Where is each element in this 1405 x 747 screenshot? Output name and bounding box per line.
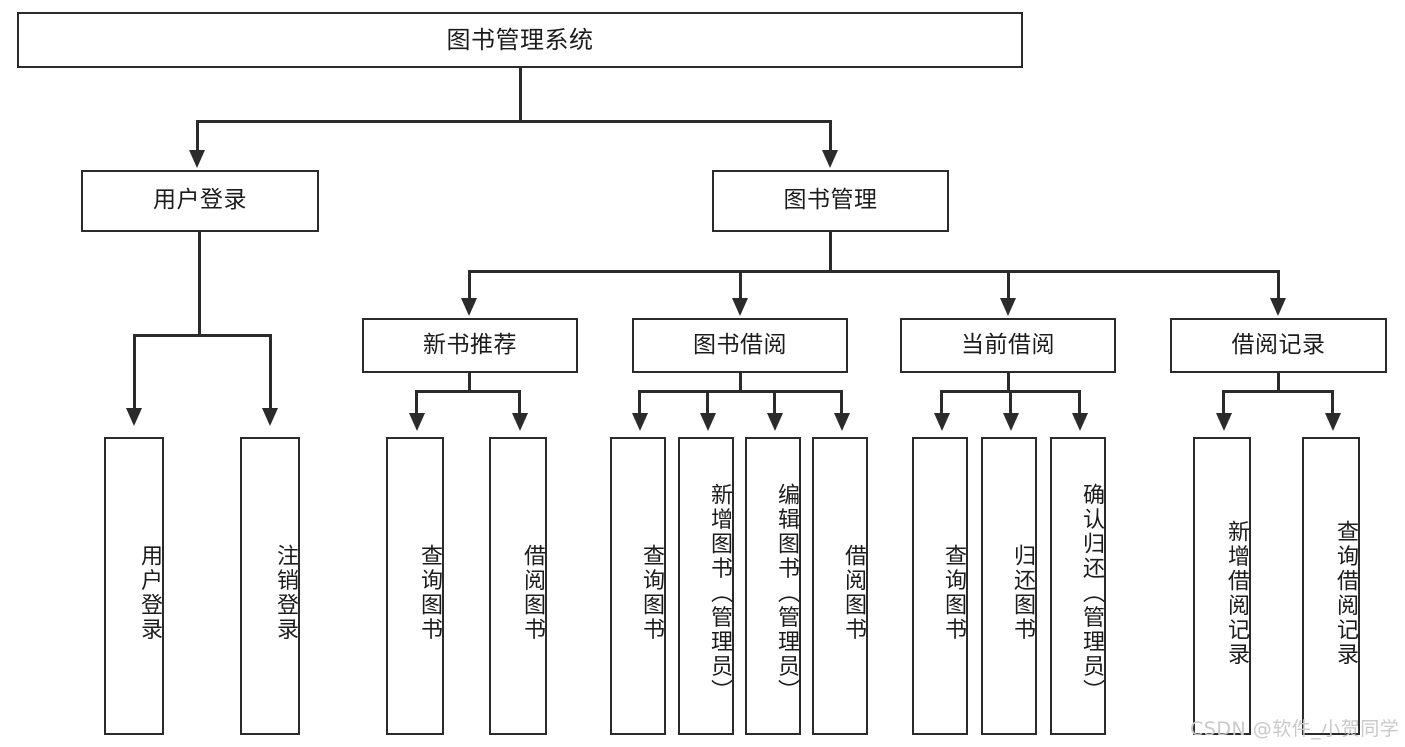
connector-root-to-book-manage bbox=[829, 120, 832, 152]
node-label: 借阅图书 bbox=[520, 544, 545, 642]
connector-user-login-bar bbox=[133, 334, 271, 337]
node-label: 借阅图书 bbox=[841, 544, 866, 642]
node-label: 新增借阅记录 bbox=[1224, 519, 1249, 667]
node-label: 当前借阅 bbox=[961, 331, 1055, 358]
arrow-to-leaf-user-login bbox=[126, 408, 142, 426]
connector-user-login-drop-1 bbox=[133, 334, 136, 410]
node-label: 图书管理系统 bbox=[446, 25, 594, 54]
node-book-manage[interactable]: 图书管理 bbox=[712, 170, 949, 232]
arrow-to-leaf-borrow-book-1 bbox=[512, 413, 528, 431]
connector-borrow-record-drop-1 bbox=[1222, 390, 1225, 418]
connector-new-book-drop-1 bbox=[415, 390, 418, 418]
connector-new-book-trunk bbox=[468, 373, 471, 392]
node-leaf-add-book[interactable]: 新增图书（管理员） bbox=[678, 437, 734, 735]
arrow-to-leaf-add-record bbox=[1216, 413, 1232, 431]
node-leaf-borrow-book-1[interactable]: 借阅图书 bbox=[489, 437, 547, 735]
connector-book-borrow-drop-4 bbox=[840, 390, 843, 418]
arrow-to-leaf-confirm-return bbox=[1072, 413, 1088, 431]
node-label: 新增图书（管理员） bbox=[707, 482, 732, 704]
node-borrow-record[interactable]: 借阅记录 bbox=[1170, 318, 1387, 373]
connector-book-borrow-drop-1 bbox=[638, 390, 641, 418]
arrow-to-current-borrow bbox=[1000, 298, 1016, 316]
connector-book-borrow-bar bbox=[638, 390, 842, 393]
arrow-to-leaf-return-book bbox=[1003, 413, 1019, 431]
connector-root-to-user-login bbox=[196, 120, 199, 152]
connector-borrow-record-drop-2 bbox=[1331, 390, 1334, 418]
connector-book-manage-trunk bbox=[829, 232, 832, 273]
node-label: 图书借阅 bbox=[693, 331, 787, 358]
arrow-to-new-book-recommend bbox=[461, 298, 477, 316]
connector-borrow-record-trunk bbox=[1277, 373, 1280, 392]
node-leaf-borrow-book-2[interactable]: 借阅图书 bbox=[812, 437, 868, 735]
node-user-login[interactable]: 用户登录 bbox=[81, 170, 319, 232]
connector-current-borrow-drop-3 bbox=[1078, 390, 1081, 418]
connector-book-borrow-drop-2 bbox=[706, 390, 709, 418]
arrow-to-leaf-query-book-3 bbox=[934, 413, 950, 431]
node-label: 确认归还（管理员） bbox=[1079, 482, 1104, 704]
arrow-to-leaf-query-book-2 bbox=[632, 413, 648, 431]
node-leaf-confirm-return[interactable]: 确认归还（管理员） bbox=[1050, 437, 1106, 735]
node-leaf-edit-book[interactable]: 编辑图书（管理员） bbox=[745, 437, 801, 735]
connector-to-borrow-record bbox=[1277, 270, 1280, 300]
node-leaf-logout[interactable]: 注销登录 bbox=[240, 437, 300, 735]
node-label: 借阅记录 bbox=[1231, 331, 1326, 358]
node-leaf-query-book-3[interactable]: 查询图书 bbox=[912, 437, 968, 735]
arrow-to-leaf-query-book-1 bbox=[409, 413, 425, 431]
connector-user-login-trunk bbox=[198, 232, 201, 336]
connector-to-book-borrow bbox=[739, 270, 742, 300]
connector-current-borrow-drop-1 bbox=[940, 390, 943, 418]
node-label: 查询借阅记录 bbox=[1333, 519, 1358, 667]
node-label: 查询图书 bbox=[941, 544, 966, 642]
arrow-root-to-book-manage bbox=[822, 150, 838, 168]
connector-root-bar bbox=[196, 120, 832, 123]
arrow-to-leaf-add-book bbox=[700, 413, 716, 431]
node-leaf-query-record[interactable]: 查询借阅记录 bbox=[1302, 437, 1360, 735]
arrow-to-leaf-query-record bbox=[1325, 413, 1341, 431]
arrow-to-leaf-edit-book bbox=[767, 413, 783, 431]
arrow-to-borrow-record bbox=[1270, 298, 1286, 316]
connector-new-book-drop-2 bbox=[518, 390, 521, 418]
arrow-to-book-borrow bbox=[732, 298, 748, 316]
node-label: 新书推荐 bbox=[423, 331, 517, 358]
arrow-to-leaf-logout bbox=[262, 408, 278, 426]
connector-user-login-drop-2 bbox=[269, 334, 272, 410]
node-label: 查询图书 bbox=[417, 544, 442, 642]
connector-book-borrow-drop-3 bbox=[773, 390, 776, 418]
connector-to-current-borrow bbox=[1007, 270, 1010, 300]
node-book-borrow[interactable]: 图书借阅 bbox=[632, 318, 848, 373]
node-leaf-add-record[interactable]: 新增借阅记录 bbox=[1193, 437, 1251, 735]
csdn-watermark: CSDN @软件_小贺同学 bbox=[1190, 718, 1400, 740]
node-root-book-management-system[interactable]: 图书管理系统 bbox=[17, 12, 1023, 68]
node-leaf-query-book-2[interactable]: 查询图书 bbox=[610, 437, 666, 735]
node-current-borrow[interactable]: 当前借阅 bbox=[900, 318, 1116, 373]
node-label: 用户登录 bbox=[137, 544, 162, 642]
connector-book-manage-bar bbox=[468, 270, 1280, 273]
connector-root-trunk bbox=[519, 68, 522, 122]
node-label: 注销登录 bbox=[273, 544, 298, 642]
node-label: 归还图书 bbox=[1010, 544, 1035, 642]
arrow-root-to-user-login bbox=[189, 150, 205, 168]
node-leaf-query-book-1[interactable]: 查询图书 bbox=[386, 437, 444, 735]
connector-to-new-book-recommend bbox=[468, 270, 471, 300]
node-label: 用户登录 bbox=[153, 187, 247, 214]
node-leaf-return-book[interactable]: 归还图书 bbox=[981, 437, 1037, 735]
node-label: 查询图书 bbox=[639, 544, 664, 642]
connector-book-borrow-trunk bbox=[739, 373, 742, 392]
arrow-to-leaf-borrow-book-2 bbox=[834, 413, 850, 431]
node-new-book-recommend[interactable]: 新书推荐 bbox=[362, 318, 578, 373]
node-label: 图书管理 bbox=[783, 187, 878, 214]
node-label: 编辑图书（管理员） bbox=[774, 482, 799, 704]
connector-borrow-record-bar bbox=[1222, 390, 1334, 393]
connector-current-borrow-trunk bbox=[1007, 373, 1010, 392]
connector-new-book-bar bbox=[415, 390, 521, 393]
node-leaf-user-login[interactable]: 用户登录 bbox=[104, 437, 164, 735]
connector-current-borrow-drop-2 bbox=[1009, 390, 1012, 418]
